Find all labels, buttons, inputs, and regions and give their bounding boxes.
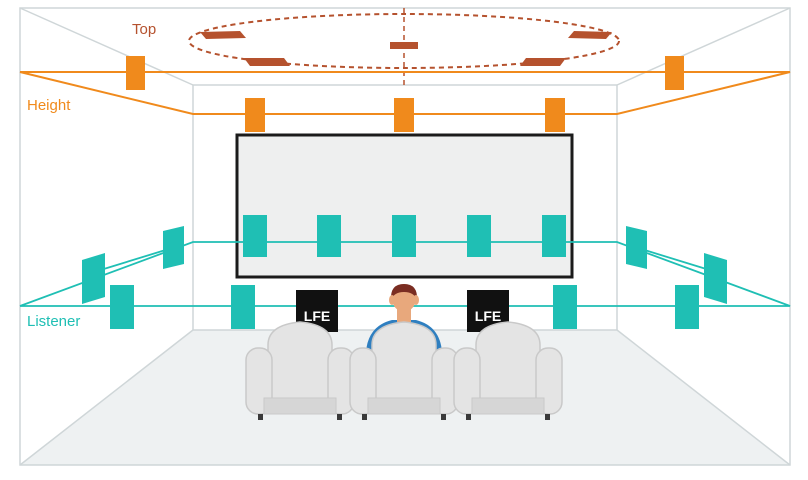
floor-speaker-right-outer: [675, 285, 699, 329]
height-speaker-front-left: [245, 98, 265, 132]
floor-speaker-left-inner: [231, 285, 255, 329]
screen-speaker-1: [243, 215, 267, 257]
side-wall-speaker-right-front: [626, 226, 647, 269]
label-top: Top: [132, 21, 156, 38]
room-front-frame: [19, 7, 791, 466]
top-layer: [188, 8, 620, 85]
floor-speaker-right-inner: [553, 285, 577, 329]
subwoofer-left: LFE: [296, 290, 338, 332]
label-height: Height: [27, 97, 71, 114]
listener-lines: [19, 241, 791, 307]
top-speaker-front-right: [568, 31, 612, 39]
person-neck: [397, 308, 411, 322]
seat-left: [245, 321, 355, 420]
floor-speaker-left-outer: [110, 285, 134, 329]
person-hair: [390, 284, 418, 300]
side-wall-speaker-left-front: [163, 226, 184, 269]
height-speaker-front-center: [394, 98, 414, 132]
side-wall-speaker-right-rear: [704, 253, 727, 304]
screen-speaker-2: [317, 215, 341, 257]
height-layer: [19, 56, 791, 132]
listener-outline: [19, 241, 791, 307]
label-listener: Listener: [27, 313, 80, 330]
lfe-left-label: LFE: [304, 308, 330, 324]
height-speaker-side-right: [665, 56, 684, 90]
lfe-right-label: LFE: [475, 308, 501, 324]
top-speaker-rear-left: [244, 58, 290, 66]
top-speaker-front-left: [200, 31, 246, 39]
listener-speakers: [82, 215, 727, 329]
height-outline: [19, 71, 791, 115]
height-speaker-front-right: [545, 98, 565, 132]
screen-speaker-3: [392, 215, 416, 257]
height-speaker-side-left: [126, 56, 145, 90]
top-speaker-rear-right: [520, 58, 566, 66]
top-ellipse: [188, 13, 620, 69]
seat-center: [349, 321, 459, 420]
side-wall-speaker-left-rear: [82, 253, 105, 304]
seat-right: [453, 321, 563, 420]
screen-speaker-4: [467, 215, 491, 257]
top-speaker-center: [390, 42, 418, 49]
screen-speaker-5: [542, 215, 566, 257]
